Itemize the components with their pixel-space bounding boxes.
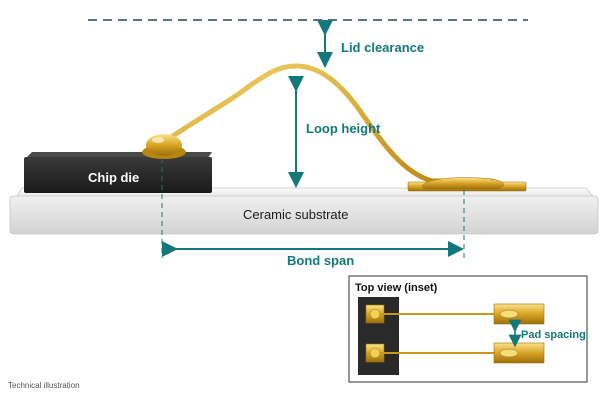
inset-ball-top bbox=[369, 308, 381, 320]
chip-die-label: Chip die bbox=[88, 170, 139, 185]
pad-spacing-label: Pad spacing bbox=[521, 329, 586, 341]
inset-stitch-bottom bbox=[499, 348, 519, 358]
loop-height-label: Loop height bbox=[306, 121, 381, 136]
inset-title: Top view (inset) bbox=[355, 282, 438, 294]
ball-bond bbox=[142, 134, 186, 159]
stitch-bond bbox=[422, 177, 504, 190]
inset-stitch-top bbox=[499, 309, 519, 319]
ceramic-substrate-label: Ceramic substrate bbox=[243, 207, 348, 222]
gold-wire bbox=[157, 63, 495, 184]
top-view-inset: Top view (inset) Pad spacing bbox=[348, 275, 588, 383]
inset-ball-bottom bbox=[369, 347, 381, 359]
lid-clearance-label: Lid clearance bbox=[341, 40, 424, 55]
bond-span-label: Bond span bbox=[287, 253, 354, 268]
caption: Technical illustration bbox=[8, 381, 80, 390]
